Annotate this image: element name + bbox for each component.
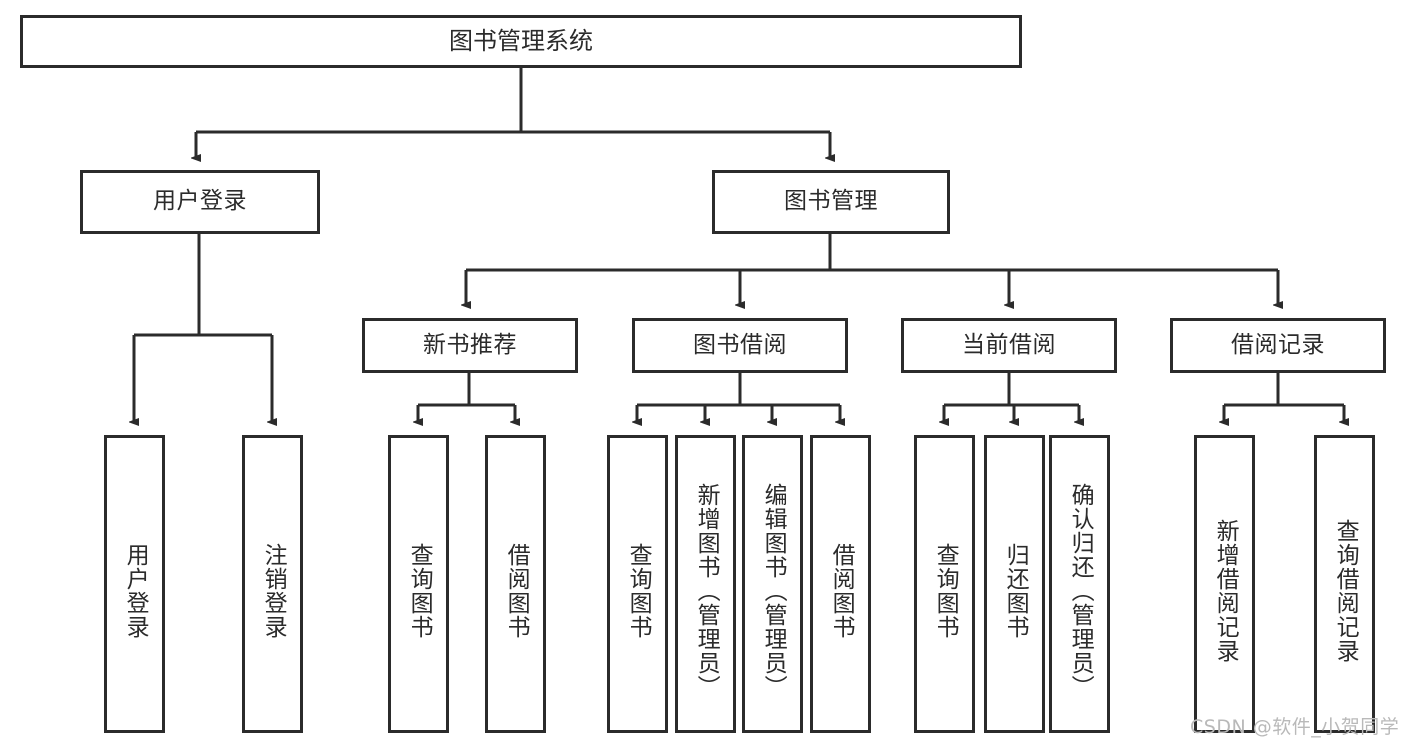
node-user-login[interactable]: 用户登录	[80, 170, 320, 234]
node-leaf-logout-label: 注销登录	[260, 543, 287, 639]
node-root-label: 图书管理系统	[449, 27, 593, 56]
node-leaf-logout[interactable]: 注销登录	[242, 435, 303, 733]
node-leaf-bb-edit-book-label: 编辑图书（管理员）	[760, 483, 787, 699]
node-leaf-nbr-query-book-label: 查询图书	[406, 543, 433, 639]
csdn-watermark: CSDN @软件_小贺同学	[1190, 716, 1400, 738]
node-user-login-label: 用户登录	[153, 188, 247, 215]
node-book-borrow[interactable]: 图书借阅	[632, 318, 848, 373]
node-leaf-nbr-borrow-book-label: 借阅图书	[503, 543, 530, 639]
node-leaf-bb-add-book-label: 新增图书（管理员）	[693, 483, 720, 699]
node-root[interactable]: 图书管理系统	[20, 15, 1022, 68]
node-leaf-br-query-record[interactable]: 查询借阅记录	[1314, 435, 1375, 733]
node-leaf-cb-query-book-label: 查询图书	[932, 543, 959, 639]
node-leaf-cb-confirm-return[interactable]: 确认归还（管理员）	[1049, 435, 1110, 733]
node-leaf-bb-lend-book-label: 借阅图书	[828, 543, 855, 639]
node-book-management[interactable]: 图书管理	[712, 170, 950, 234]
node-leaf-cb-confirm-return-label: 确认归还（管理员）	[1067, 483, 1094, 699]
node-leaf-bb-add-book[interactable]: 新增图书（管理员）	[675, 435, 736, 733]
node-leaf-bb-query-book-label: 查询图书	[625, 543, 652, 639]
node-leaf-br-add-record[interactable]: 新增借阅记录	[1194, 435, 1255, 733]
node-leaf-bb-lend-book[interactable]: 借阅图书	[810, 435, 871, 733]
node-borrow-record-label: 借阅记录	[1231, 331, 1325, 358]
node-leaf-bb-edit-book[interactable]: 编辑图书（管理员）	[742, 435, 803, 733]
node-book-borrow-label: 图书借阅	[693, 331, 787, 358]
node-leaf-cb-query-book[interactable]: 查询图书	[914, 435, 975, 733]
node-borrow-record[interactable]: 借阅记录	[1170, 318, 1386, 373]
node-leaf-br-query-record-label: 查询借阅记录	[1332, 519, 1359, 663]
node-leaf-bb-query-book[interactable]: 查询图书	[607, 435, 668, 733]
node-leaf-nbr-query-book[interactable]: 查询图书	[388, 435, 449, 733]
node-leaf-user-login-label: 用户登录	[122, 543, 149, 639]
node-book-management-label: 图书管理	[784, 188, 878, 215]
node-leaf-user-login[interactable]: 用户登录	[104, 435, 165, 733]
node-new-book-recommend-label: 新书推荐	[423, 331, 517, 358]
node-leaf-br-add-record-label: 新增借阅记录	[1212, 519, 1239, 663]
node-leaf-cb-return-book[interactable]: 归还图书	[984, 435, 1045, 733]
node-new-book-recommend[interactable]: 新书推荐	[362, 318, 578, 373]
node-leaf-cb-return-book-label: 归还图书	[1002, 543, 1029, 639]
node-current-borrow[interactable]: 当前借阅	[901, 318, 1117, 373]
node-leaf-nbr-borrow-book[interactable]: 借阅图书	[485, 435, 546, 733]
node-current-borrow-label: 当前借阅	[962, 331, 1056, 358]
